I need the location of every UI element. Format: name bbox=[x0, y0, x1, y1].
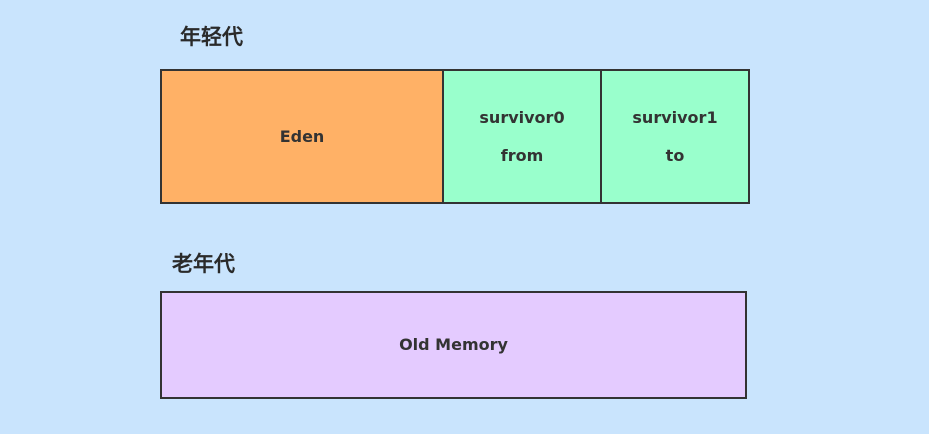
survivor1-space-block: survivor1 to bbox=[600, 69, 750, 204]
survivor0-space-block: survivor0 from bbox=[442, 69, 602, 204]
old-generation-title: 老年代 bbox=[172, 252, 235, 276]
young-generation-title: 年轻代 bbox=[180, 25, 243, 49]
survivor1-sublabel: to bbox=[665, 145, 685, 165]
survivor1-label: survivor1 bbox=[632, 107, 718, 127]
survivor0-label: survivor0 bbox=[479, 107, 565, 127]
old-memory-block: Old Memory bbox=[160, 291, 747, 399]
eden-label: Eden bbox=[279, 126, 325, 146]
eden-space-block: Eden bbox=[160, 69, 444, 204]
old-memory-label: Old Memory bbox=[399, 335, 508, 354]
survivor0-sublabel: from bbox=[500, 145, 544, 165]
